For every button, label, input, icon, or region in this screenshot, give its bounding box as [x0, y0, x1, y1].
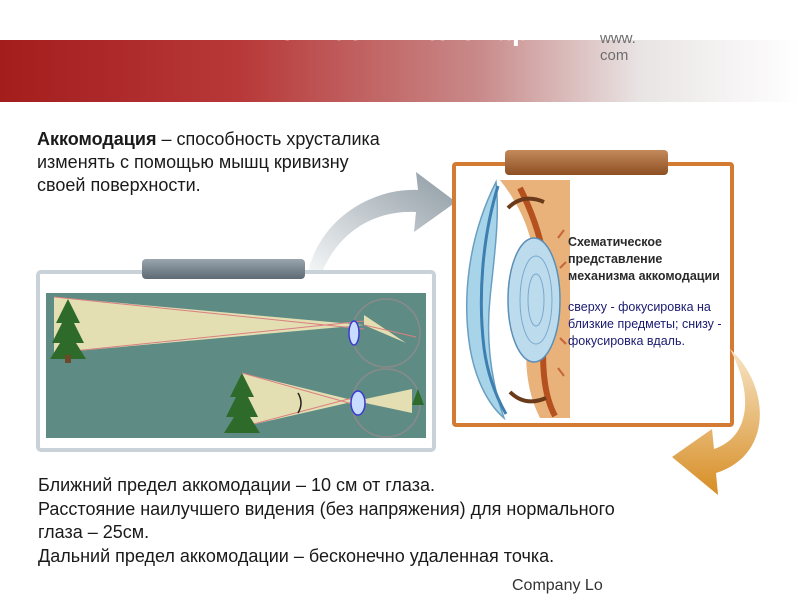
site-url: www. com [600, 30, 780, 64]
curved-arrow-gray-icon [308, 172, 456, 272]
eye-diagram-frame [452, 162, 734, 427]
fact-line-4: Дальний предел аккомодации – бесконечно … [38, 545, 555, 566]
definition-text: Аккомодация – способность хрусталика изм… [37, 128, 387, 197]
fact-line-3: глаза – 25см. [38, 522, 150, 542]
definition-term: Аккомодация [37, 129, 157, 149]
title-banner [0, 40, 800, 102]
accommodation-facts: Ближний предел аккомодации – 10 см от гл… [38, 474, 778, 568]
definition-body: – способность хрусталика изменять с помо… [37, 129, 380, 195]
fact-line-1: Ближний предел аккомодации – 10 см от гл… [38, 475, 435, 495]
optics-diagram-tab [142, 259, 305, 279]
fact-line-2: Расстояние наилучшего видения (без напря… [38, 498, 615, 519]
diagram-caption: Схематическое представление механизма ак… [568, 234, 728, 350]
site-url-line2: com [600, 47, 629, 64]
curved-arrow-orange-icon [672, 349, 760, 495]
page-title: Физический словарик [236, 15, 564, 47]
company-logo-text: Company Lo [512, 577, 603, 594]
eye-lens-illustration [466, 179, 570, 420]
diagram-caption-body: сверху - фокусировка на близкие предметы… [568, 300, 722, 348]
optics-ray-diagram [46, 293, 426, 438]
eye-diagram-tab [505, 150, 668, 175]
diagram-caption-title: Схематическое представление механизма ак… [568, 235, 720, 283]
site-url-line1: www. [600, 30, 636, 47]
